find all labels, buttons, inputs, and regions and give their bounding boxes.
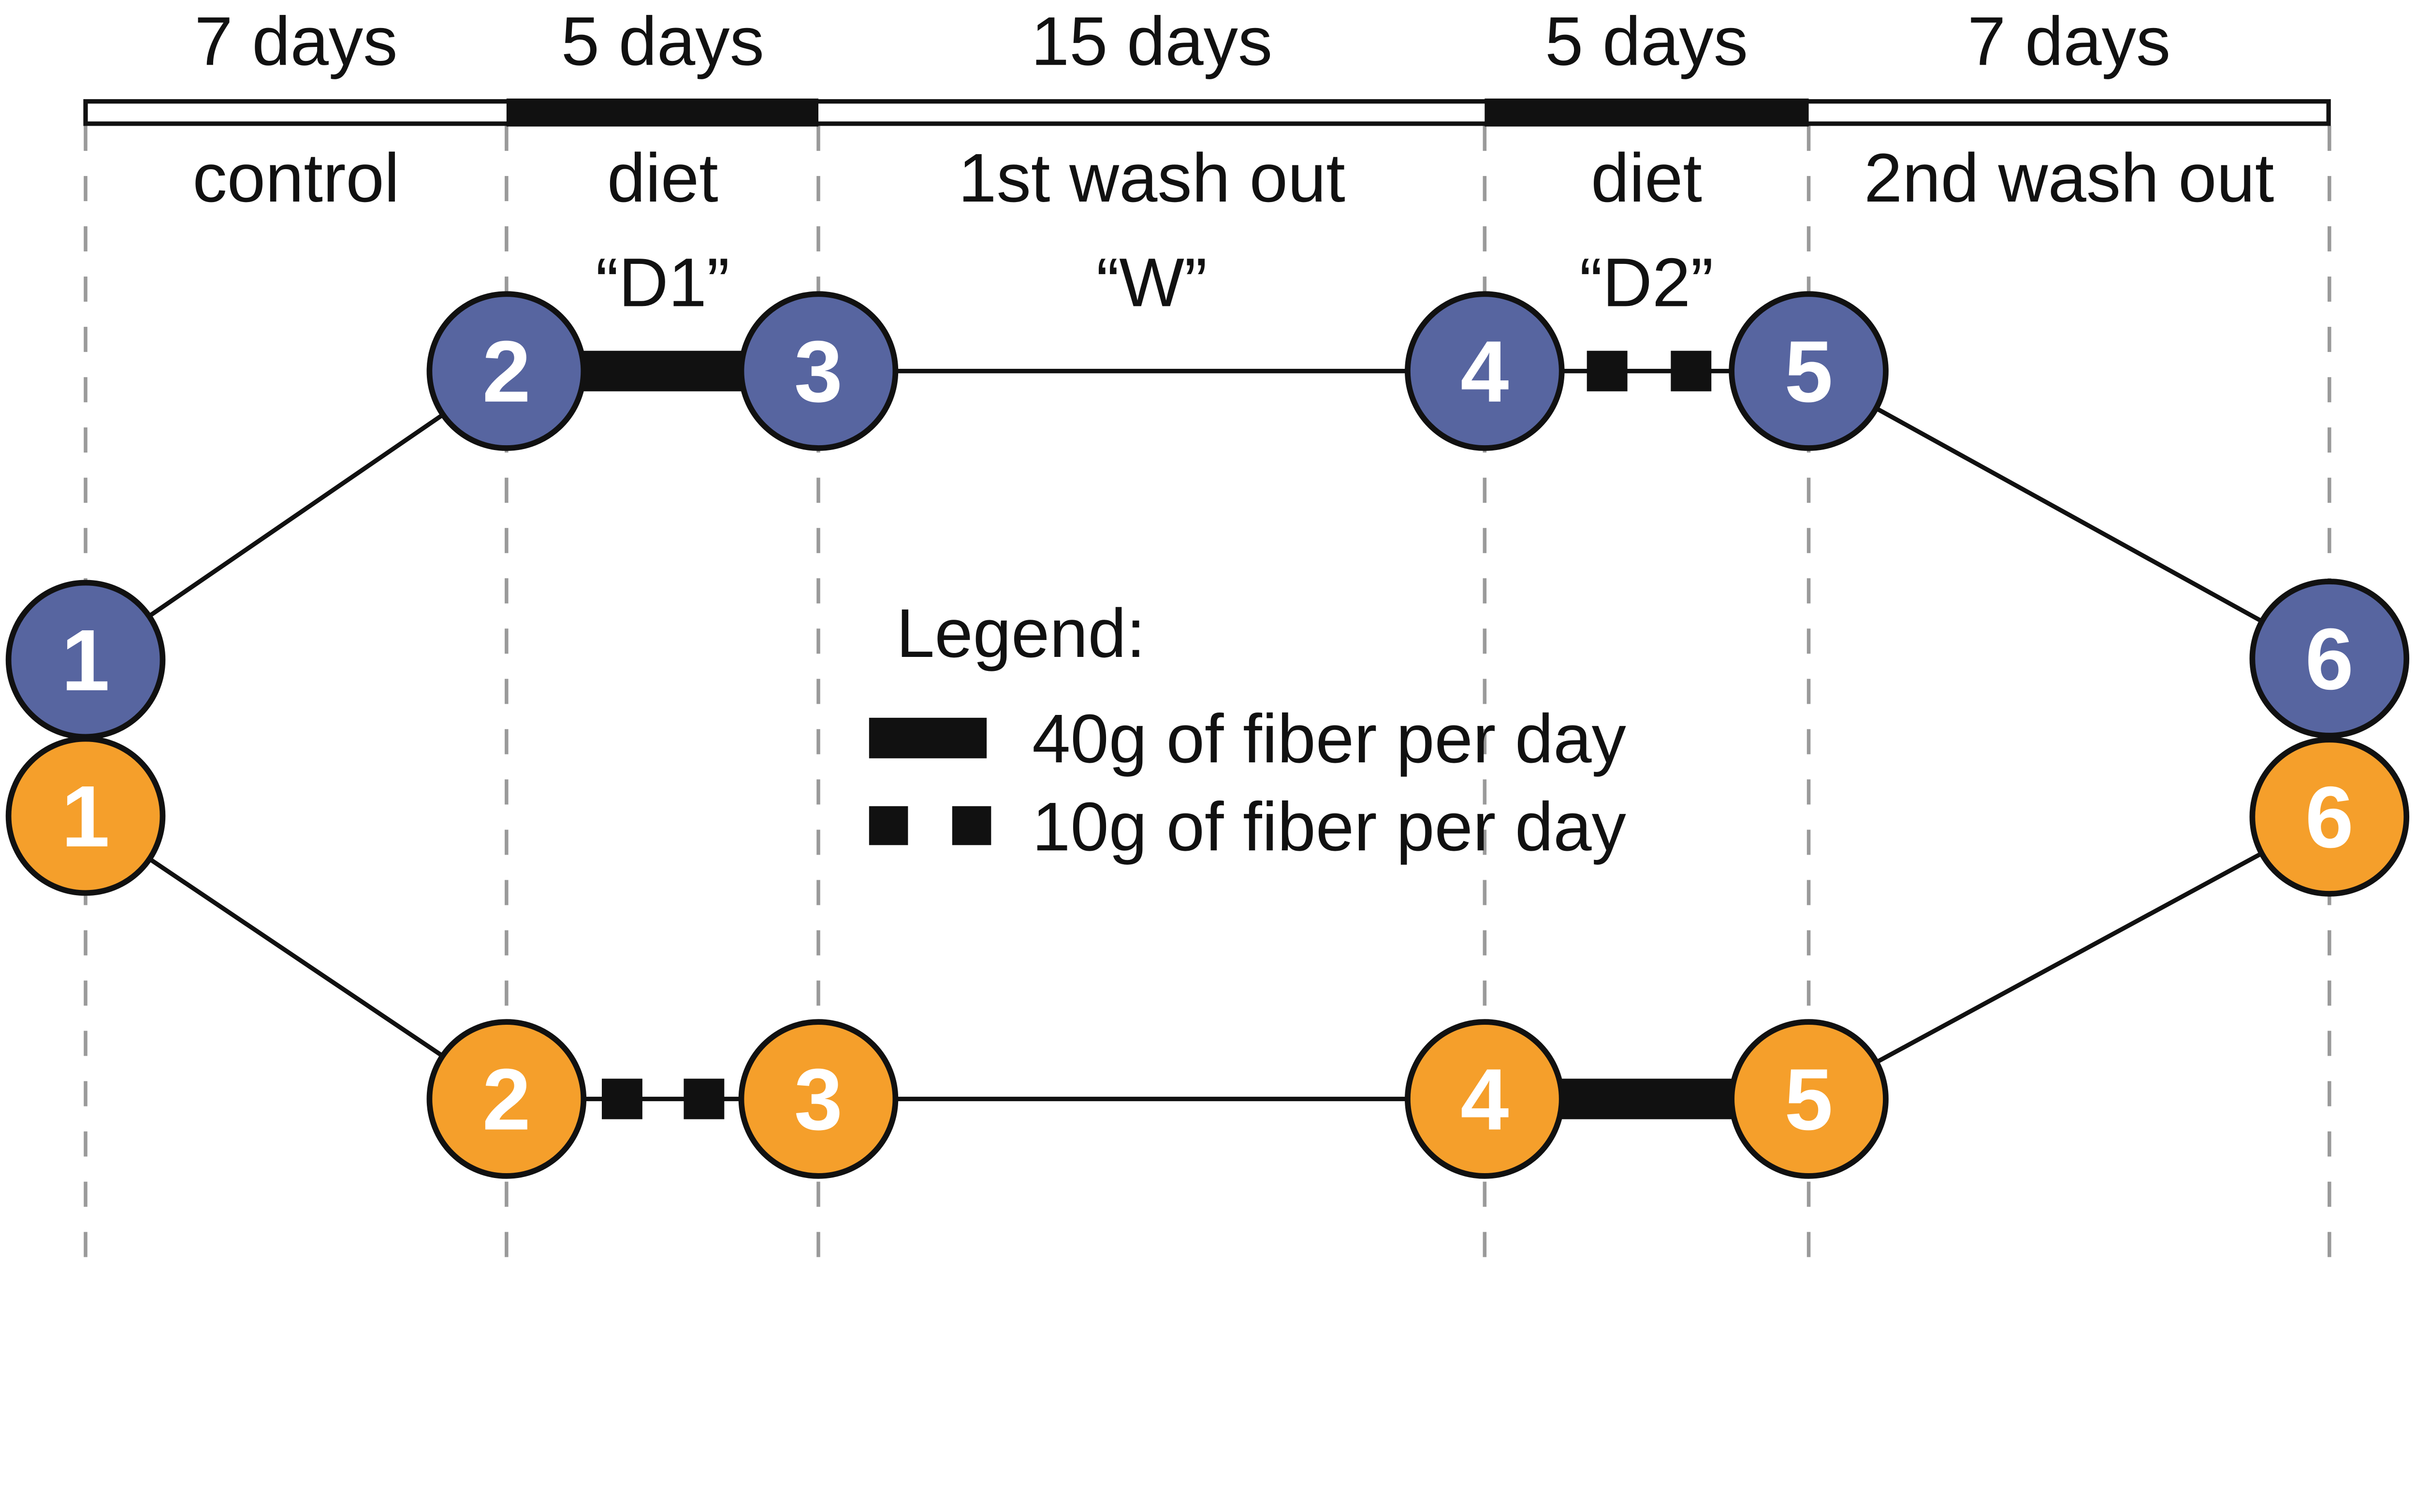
- blue-visit-number-2: 2: [482, 323, 531, 421]
- orange-arm-10g-square-b: [684, 1078, 725, 1119]
- orange-visit-node-2: 2: [426, 1019, 587, 1179]
- blue-visit-node-1: 1: [5, 580, 166, 740]
- blue-arm-10g-square-b: [1671, 350, 1712, 392]
- phase-duration-washout2: 7 days: [1967, 3, 2170, 80]
- orange-visit-node-1: 1: [5, 736, 166, 896]
- blue-visit-node-2: 2: [426, 291, 587, 451]
- phase-name-diet2: diet: [1591, 140, 1702, 217]
- legend-10g-square-icon-b: [952, 806, 991, 845]
- orange-visit-number-4: 4: [1460, 1051, 1509, 1149]
- orange-visit-circle-4: [1405, 1019, 1565, 1179]
- study-design-canvas: 1 2 3 4 5 6 1 2 3 4 5 6: [5, 3, 2410, 1269]
- orange-visit-circle-2: [426, 1019, 587, 1179]
- orange-visit-circle-6: [2249, 737, 2410, 897]
- phase-duration-diet2: 5 days: [1545, 3, 1748, 80]
- blue-arm-10g-square-a: [1587, 350, 1628, 392]
- orange-visit-circle-3: [738, 1019, 899, 1179]
- phase-code-w: “W”: [1096, 244, 1208, 321]
- blue-visit-number-5: 5: [1784, 323, 1833, 421]
- blue-visit-circle-5: [1729, 291, 1889, 451]
- legend-40g-label: 40g of fiber per day: [1032, 700, 1627, 777]
- legend-40g-bar-icon: [869, 717, 987, 758]
- blue-visit-node-3: 3: [738, 291, 899, 451]
- phase-duration-washout1: 15 days: [1031, 3, 1272, 80]
- phase-code-d1: “D1”: [596, 244, 729, 321]
- blue-arm-line-5-6: [1807, 369, 2331, 661]
- phase-duration-diet1: 5 days: [561, 3, 764, 80]
- orange-visit-node-3: 3: [738, 1019, 899, 1179]
- blue-visit-circle-3: [738, 291, 899, 451]
- orange-visit-number-6: 6: [2305, 769, 2354, 866]
- phase-name-washout2: 2nd wash out: [1864, 140, 2274, 217]
- timeline-diet2-black-segment: [1485, 98, 1809, 127]
- blue-visit-node-6: 6: [2249, 579, 2410, 739]
- blue-visit-circle-2: [426, 291, 587, 451]
- orange-visit-node-6: 6: [2249, 737, 2410, 897]
- legend: Legend: 40g of fiber per day 10g of fibe…: [869, 595, 1627, 865]
- orange-visit-node-4: 4: [1405, 1019, 1565, 1179]
- orange-visit-number-2: 2: [482, 1051, 531, 1149]
- orange-visit-number-3: 3: [794, 1051, 843, 1149]
- blue-visit-number-1: 1: [61, 612, 110, 709]
- timeline-diet1-black-segment: [506, 98, 818, 127]
- blue-visit-circle-4: [1405, 291, 1565, 451]
- blue-visit-circle-6: [2249, 579, 2410, 739]
- orange-visit-number-5: 5: [1784, 1051, 1833, 1149]
- legend-10g-square-icon-a: [869, 806, 908, 845]
- phase-name-control: control: [192, 140, 399, 217]
- orange-arm-line-1-2: [84, 814, 508, 1101]
- orange-visit-circle-5: [1729, 1019, 1889, 1179]
- blue-visit-number-6: 6: [2305, 611, 2354, 708]
- phase-name-diet1: diet: [607, 140, 718, 217]
- orange-visit-number-1: 1: [61, 768, 110, 865]
- orange-arm-line-5-6: [1807, 814, 2330, 1101]
- orange-arm-10g-square-a: [601, 1078, 642, 1119]
- blue-visit-node-5: 5: [1729, 291, 1889, 451]
- blue-arm-line-1-2: [84, 369, 508, 662]
- phase-name-washout1: 1st wash out: [958, 140, 1345, 217]
- legend-10g-label: 10g of fiber per day: [1032, 788, 1627, 865]
- orange-visit-circle-1: [5, 736, 166, 896]
- phase-code-d2: “D2”: [1579, 244, 1713, 321]
- blue-visit-node-4: 4: [1405, 291, 1565, 451]
- phase-duration-control: 7 days: [194, 3, 397, 80]
- legend-title: Legend:: [896, 595, 1146, 672]
- orange-visit-node-5: 5: [1729, 1019, 1889, 1179]
- crossover-study-design-figure: 1 2 3 4 5 6 1 2 3 4 5 6: [5, 3, 2410, 1269]
- timeline-track: [83, 99, 2331, 126]
- blue-visit-number-3: 3: [794, 323, 843, 421]
- blue-visit-number-4: 4: [1460, 323, 1509, 421]
